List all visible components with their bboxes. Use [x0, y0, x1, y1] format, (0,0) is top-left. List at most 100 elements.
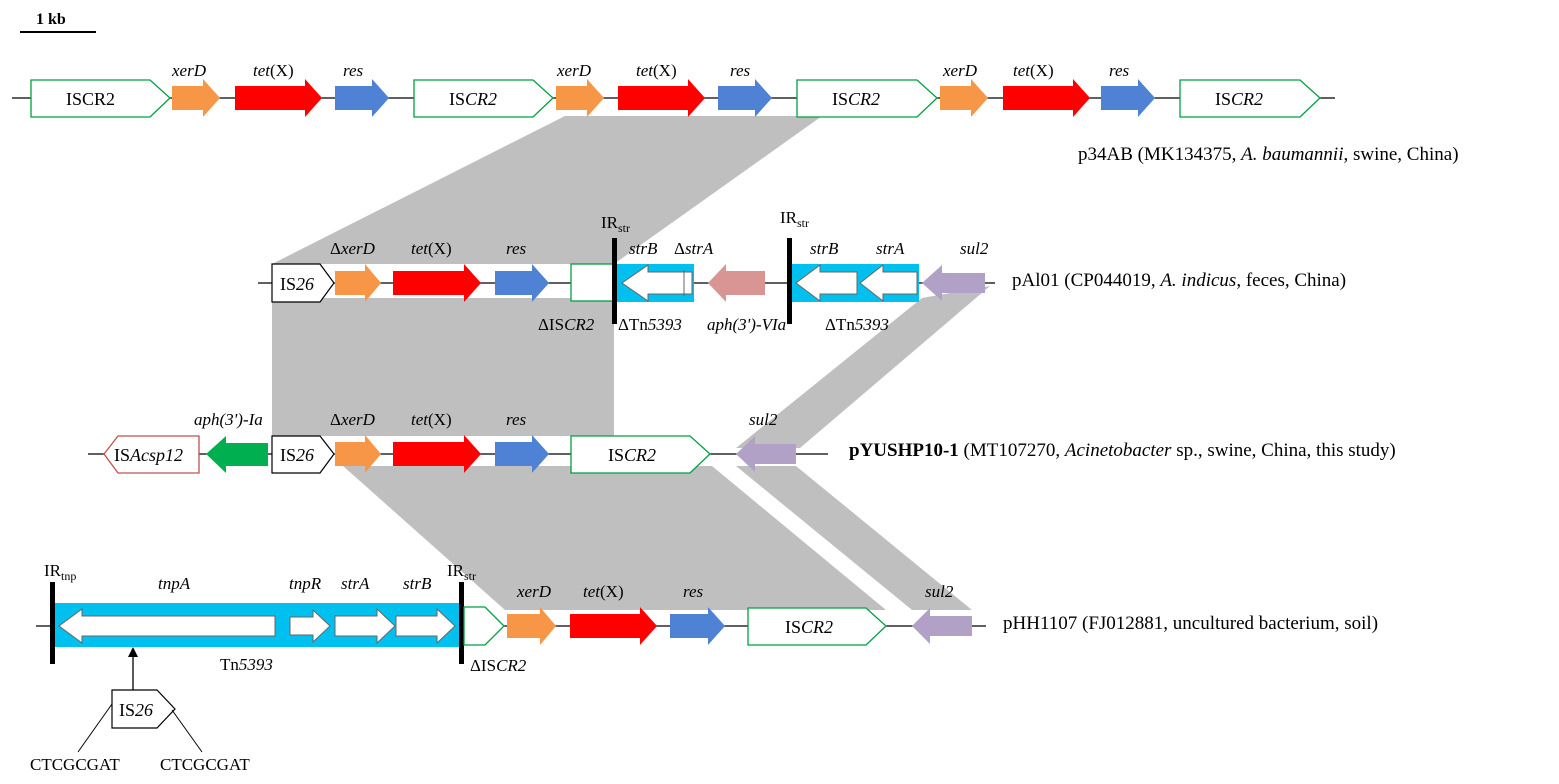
insertion-is26-label: IS26 — [119, 700, 153, 720]
gene-label-xerd: xerD — [171, 61, 207, 80]
gene-label-strb: strB — [810, 239, 839, 258]
delta-tn5393-label: ΔTn5393 — [825, 315, 889, 334]
gene-label-iscr2: ISCR2 — [1215, 89, 1263, 109]
gene-label-res: res — [506, 410, 527, 429]
xerd-arrow — [172, 79, 220, 117]
gene-label-stra: strA — [876, 239, 905, 258]
ir-str-bar — [459, 582, 464, 664]
insertion-left-line — [77, 703, 113, 753]
tetx-arrow — [393, 435, 481, 473]
plasmid-label: p34AB (MK134375, A. baumannii, swine, Ch… — [1078, 144, 1459, 165]
plasmid-label: pYUSHP10-1 (MT107270, Acinetobacter sp.,… — [849, 440, 1396, 461]
gene-label-tetx: tet(X) — [411, 410, 452, 429]
gene-label-iscr2: ISCR2 — [785, 617, 833, 637]
gene-label-delta-xerd: ΔxerD — [330, 239, 376, 258]
gene-label-sul2: sul2 — [925, 582, 954, 601]
gene-label-tetx: tet(X) — [1013, 61, 1054, 80]
scale-bar-label: 1 kb — [36, 11, 66, 28]
res-arrow — [718, 79, 772, 117]
homology-band-pyushp-phh1107-sul2 — [736, 466, 972, 610]
ir-str-bar — [787, 238, 792, 324]
iscr2-element — [413, 79, 554, 118]
track-pal01: IS26 ΔxerD tet(X) res ΔISCR2 strB ΔstrA … — [258, 208, 1346, 334]
is26-element — [271, 435, 335, 474]
gene-label-aph-ia: aph(3')-Ia — [194, 410, 263, 429]
is26-element — [271, 263, 335, 303]
gene-label-res: res — [343, 61, 364, 80]
gene-label-delta-stra: ΔstrA — [674, 239, 714, 258]
gene-label-iscr2: ISCR2 — [449, 89, 497, 109]
insertion-arrowhead — [128, 647, 138, 657]
gene-label-iscr2: ISCR2 — [66, 89, 115, 109]
scale-bar: 1 kb — [20, 11, 96, 33]
res-arrow — [495, 264, 549, 302]
ir-tnp-label: IRtnp — [44, 561, 76, 583]
delta-iscr2-element — [463, 606, 505, 646]
homology-band-pal01-pyushp-sul2 — [736, 286, 990, 448]
delta-tn5393-label: ΔTn5393 — [618, 315, 682, 334]
gene-label-iscr2: ISCR2 — [608, 445, 656, 465]
homology-band-pyushp-phh1107-left — [343, 466, 886, 610]
tetx-arrow — [393, 264, 481, 302]
strb-arrow — [795, 264, 858, 302]
sul2-arrow — [736, 436, 796, 472]
iscr2-element — [1179, 79, 1321, 118]
delta-xerd-arrow — [335, 435, 381, 473]
gene-label-tetx: tet(X) — [583, 582, 624, 601]
gene-label-strb: strB — [403, 574, 432, 593]
track-pyushp10-1: ISAcsp12 aph(3')-Ia IS26 ΔxerD tet(X) re… — [88, 410, 1396, 474]
res-arrow — [495, 435, 549, 473]
aph-via-arrow — [708, 264, 765, 302]
is26-insertion-element — [111, 689, 176, 729]
res-arrow — [670, 607, 725, 645]
strb-arrow — [621, 264, 693, 302]
strb-arrow — [395, 607, 456, 645]
gene-label-delta-iscr2: ΔISCR2 — [470, 656, 527, 675]
gene-label-tnpr: tnpR — [289, 574, 322, 593]
gene-label-sul2: sul2 — [960, 239, 989, 258]
xerd-arrow — [940, 79, 988, 117]
tnpa-arrow — [58, 608, 276, 644]
gene-label-aph-via: aph(3')-VIa — [707, 315, 786, 334]
right-target-sequence: CTCGCGAT — [160, 755, 250, 774]
tetx-arrow — [570, 607, 657, 645]
delta-xerd-arrow — [335, 264, 381, 302]
left-target-sequence: CTCGCGAT — [30, 755, 120, 774]
gene-label-stra: strA — [341, 574, 370, 593]
ir-tnp-bar — [50, 582, 55, 664]
tn5393-label: Tn5393 — [220, 655, 273, 674]
gene-label-xerd: xerD — [516, 582, 552, 601]
iscr2-element — [796, 79, 938, 118]
ir-str-label: IRstr — [780, 208, 809, 230]
res-arrow — [335, 79, 389, 117]
gene-label-xerd: xerD — [942, 61, 978, 80]
sul2-arrow — [922, 265, 985, 301]
gene-label-iscr2: ISCR2 — [832, 89, 880, 109]
track-p34ab: ISCR2 ISCR2 ISCR2 ISCR2 xerD tet(X) res … — [12, 61, 1459, 165]
insertion-right-line — [171, 709, 203, 753]
gene-label-delta-xerd: ΔxerD — [330, 410, 376, 429]
isacsp12-element — [103, 435, 200, 474]
gene-label-isacsp12: ISAcsp12 — [114, 445, 183, 465]
gene-label-tetx: tet(X) — [411, 239, 452, 258]
res-arrow — [1101, 79, 1155, 117]
gene-label-res: res — [1109, 61, 1130, 80]
ir-str-bar — [612, 238, 617, 324]
plasmid-label: pAl01 (CP044019, A. indicus, feces, Chin… — [1012, 270, 1346, 291]
gene-label-res: res — [683, 582, 704, 601]
tetx-arrow — [618, 79, 705, 117]
gene-label-tetx: tet(X) — [636, 61, 677, 80]
aph-ia-arrow — [206, 436, 268, 473]
sul2-arrow — [912, 608, 972, 644]
tetx-arrow — [235, 79, 322, 117]
gene-label-tnpa: tnpA — [158, 574, 191, 593]
iscr2-element — [747, 607, 887, 646]
delta-iscr2-element — [570, 263, 615, 302]
track-phh1107: tnpA tnpR strA strB IRtnp IRstr Tn5393 Δ… — [30, 561, 1378, 774]
iscr2-element — [570, 435, 711, 474]
stra-arrow — [334, 607, 396, 645]
gene-label-is26: IS26 — [280, 274, 314, 294]
homology-band-p34ab-pal01 — [272, 116, 822, 264]
gene-label-res: res — [730, 61, 751, 80]
